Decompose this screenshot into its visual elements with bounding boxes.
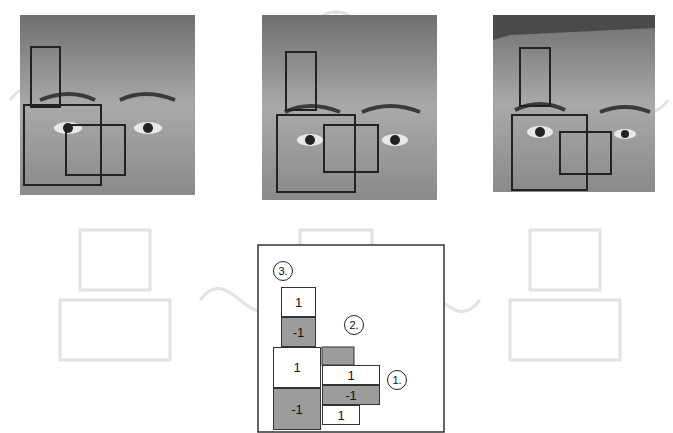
callout-number: 2. — [349, 320, 358, 331]
feature-cell: 1 — [322, 405, 360, 425]
callout-number: 1. — [392, 375, 401, 386]
weight-value: -1 — [293, 326, 305, 339]
feature-cell: -1 — [273, 388, 321, 430]
callout-number: 1. — [387, 370, 407, 390]
callout-number: 3. — [278, 266, 287, 277]
feature-region — [322, 347, 354, 365]
weight-value: 1 — [347, 369, 354, 382]
feature-cell: -1 — [281, 317, 316, 347]
face-photo — [20, 15, 195, 195]
face-photo — [262, 15, 437, 200]
weight-value: 1 — [293, 361, 300, 374]
weight-value: -1 — [291, 403, 303, 416]
weight-value: 1 — [295, 296, 302, 309]
feature-cell: 1 — [281, 287, 316, 317]
weight-value: -1 — [345, 389, 357, 402]
face-photo — [493, 15, 655, 192]
feature-cell: -1 — [322, 385, 380, 405]
weight-value: 1 — [337, 409, 344, 422]
feature-cell: 1 — [273, 347, 321, 388]
callout-number: 3. — [273, 261, 293, 281]
callout-number: 2. — [344, 315, 364, 335]
feature-cell: 1 — [322, 365, 380, 385]
diagram-frame — [258, 245, 444, 432]
